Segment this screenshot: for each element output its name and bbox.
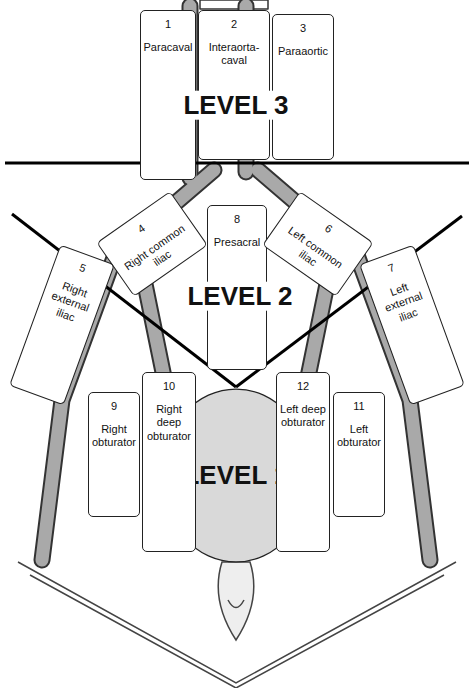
station-name: Right deep obturator — [145, 403, 193, 443]
station-box: 10Right deep obturator — [142, 372, 196, 552]
station-box: 12Left deep obturator — [276, 372, 330, 552]
station-name: Paraaortic — [278, 45, 328, 58]
station-box: 4Right common iliac — [96, 191, 207, 296]
station-name: Paracaval — [144, 41, 193, 54]
station-number: 2 — [231, 18, 237, 31]
station-number: 6 — [322, 222, 335, 236]
station-name: Presacral — [214, 236, 260, 249]
station-name: Left common iliac — [269, 218, 353, 288]
station-number: 9 — [111, 400, 117, 413]
level-label: LEVEL 1 — [183, 460, 288, 491]
pelvic-floor — [18, 562, 456, 688]
station-number: 1 — [165, 18, 171, 31]
level-label: LEVEL 3 — [180, 91, 291, 120]
station-box: 5Right external iliac — [9, 245, 115, 406]
level-3-divider — [5, 162, 469, 165]
station-number: 8 — [234, 213, 240, 226]
station-name: Left obturator — [336, 423, 382, 449]
station-number: 7 — [386, 261, 396, 275]
station-name: Left deep obturator — [279, 403, 327, 429]
level-label: LEVEL 2 — [184, 282, 295, 311]
station-box: 6Left common iliac — [262, 191, 373, 296]
station-number: 10 — [163, 380, 175, 393]
station-box: 11Left obturator — [333, 392, 385, 517]
station-box: 7Left external iliac — [359, 245, 465, 406]
station-name: Right obturator — [91, 423, 137, 449]
station-number: 12 — [297, 380, 309, 393]
station-name: Left external iliac — [373, 275, 435, 330]
station-number: 3 — [300, 22, 306, 35]
station-number: 5 — [78, 261, 88, 275]
bladder-ellipse — [161, 389, 311, 562]
station-box: 2Interaorta-caval — [198, 10, 270, 160]
station-name: Interaorta-caval — [201, 41, 267, 67]
station-number: 11 — [353, 400, 364, 413]
station-name: Right external iliac — [39, 275, 101, 330]
station-box: 9Right obturator — [88, 392, 140, 517]
station-number: 4 — [135, 222, 148, 236]
station-box: 3Paraaortic — [272, 14, 334, 160]
station-name: Right common iliac — [117, 218, 201, 288]
vessel-top — [200, 0, 268, 9]
